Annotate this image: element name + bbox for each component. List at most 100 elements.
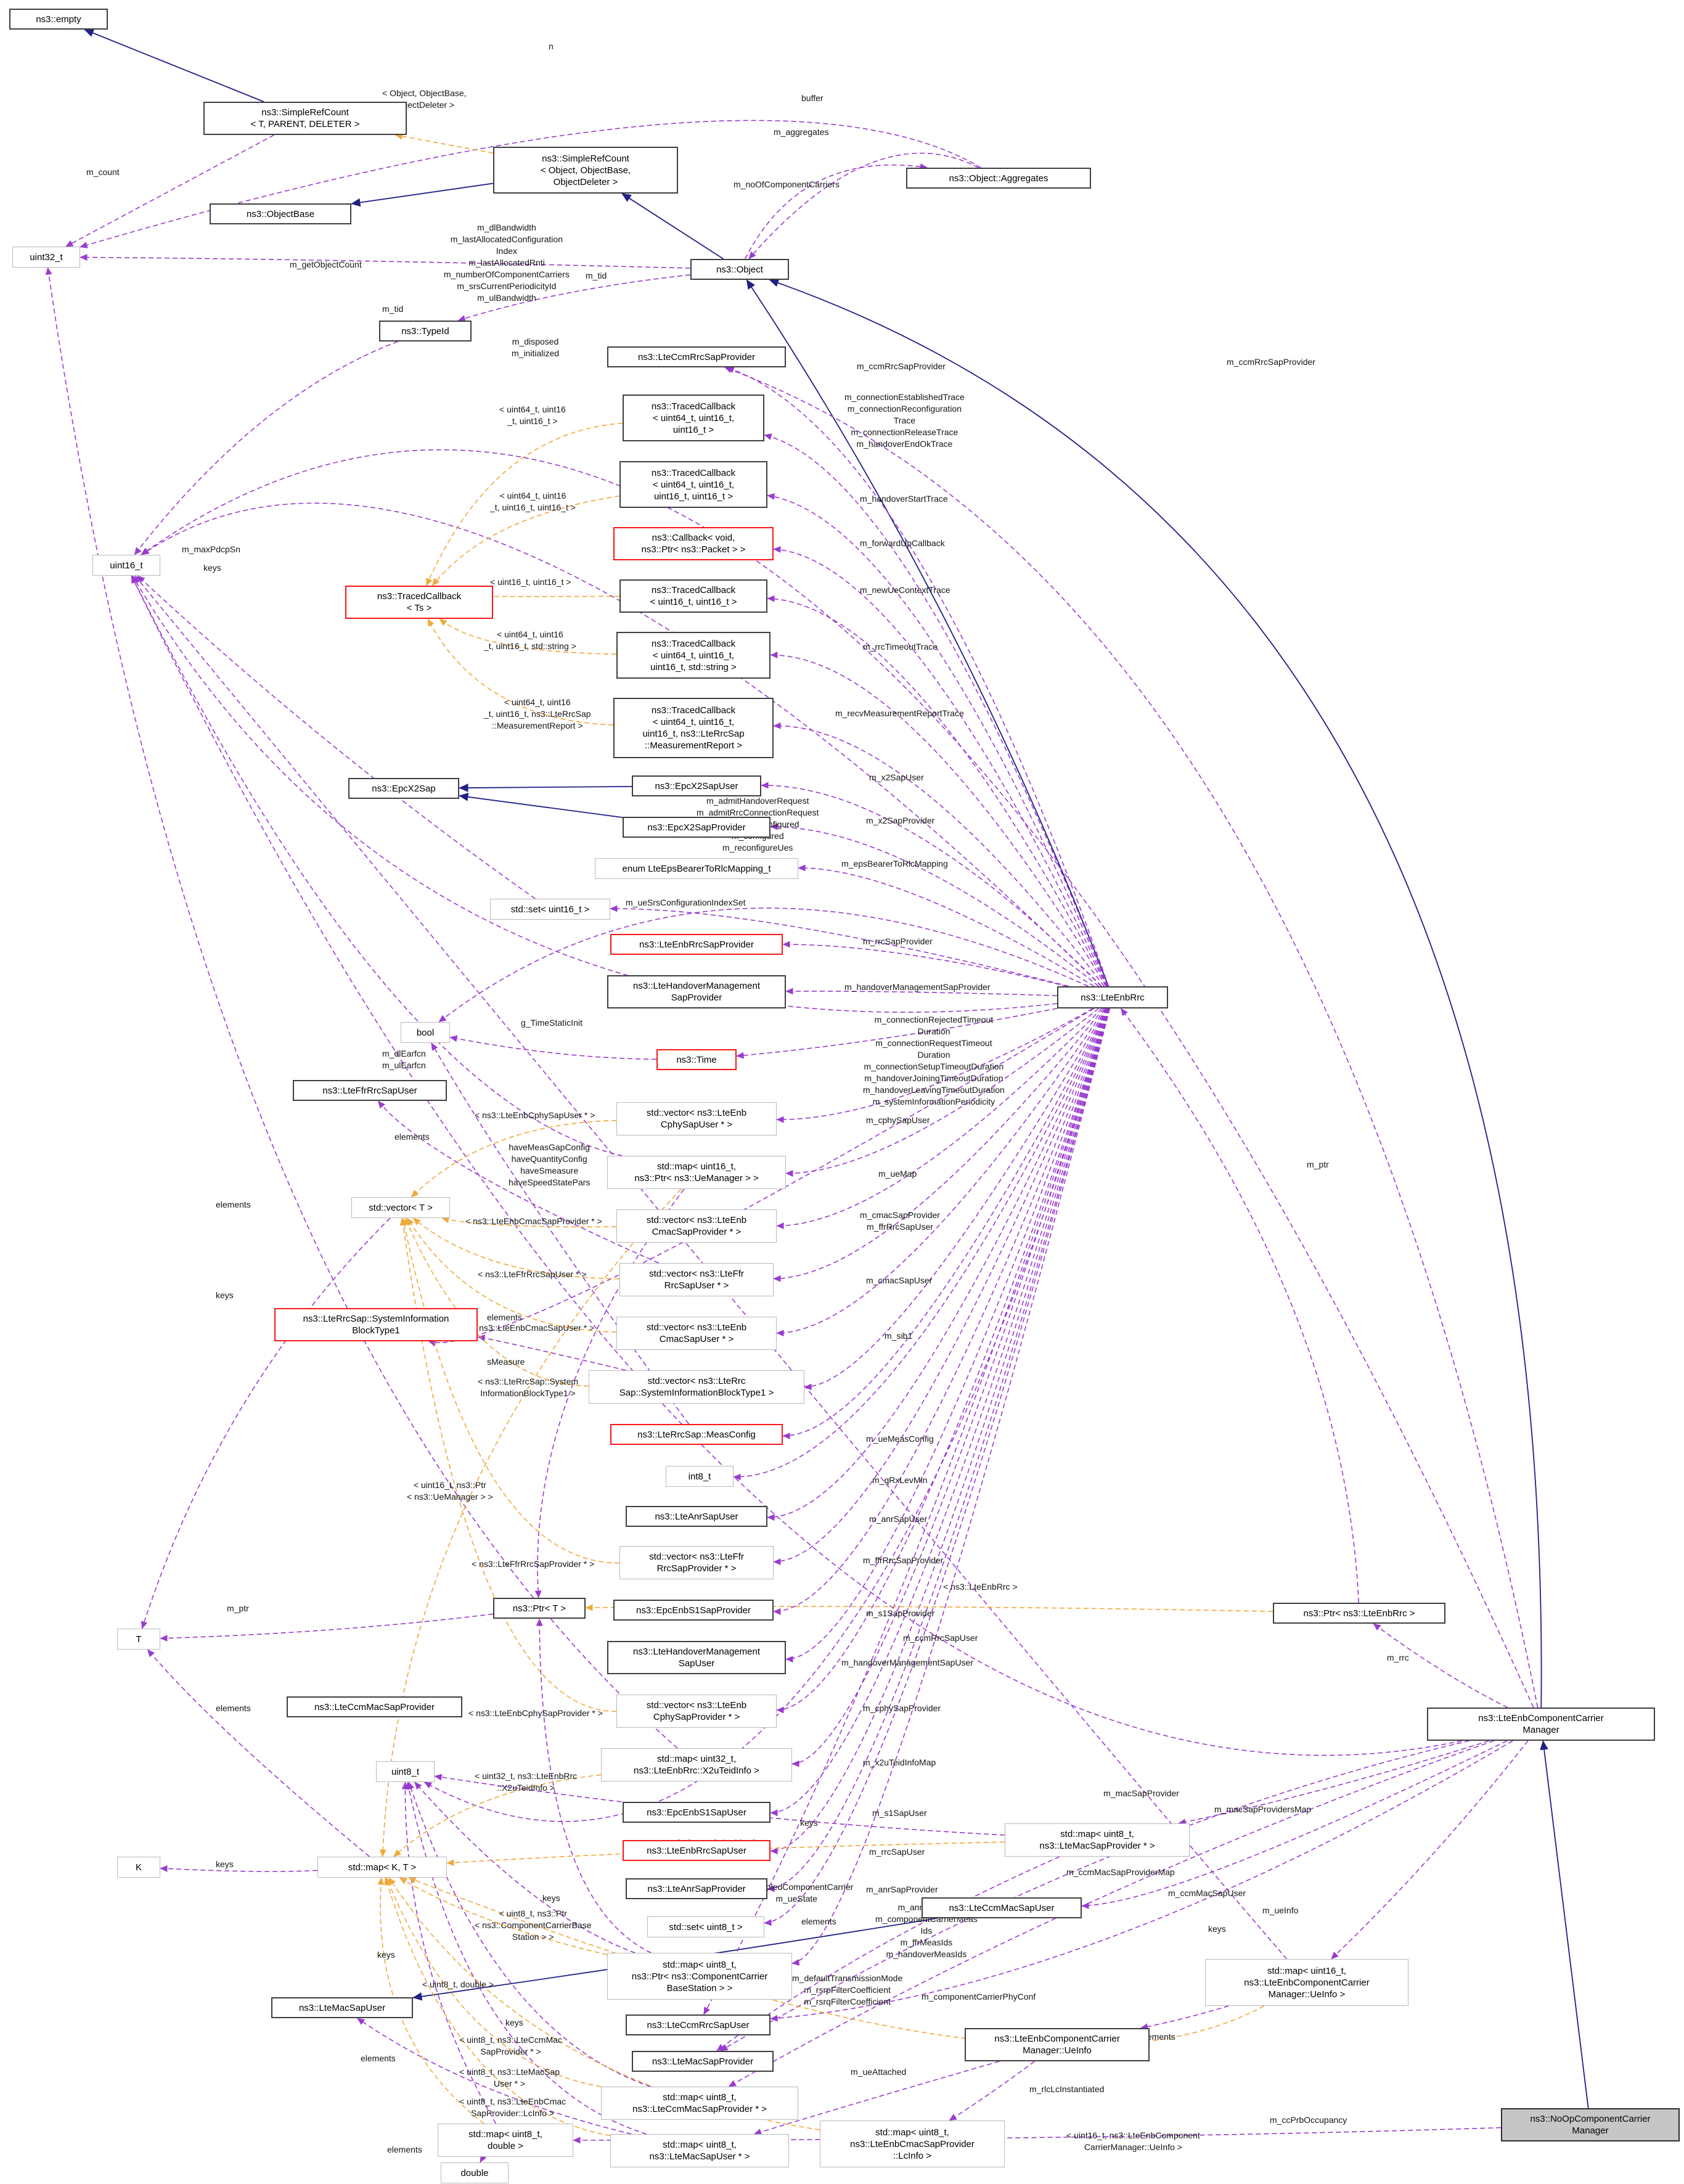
edge-label: elements	[394, 1132, 430, 1142]
edge	[131, 575, 1462, 1756]
node-vecffrprov[interactable]: std::vector< ns3::LteFfr RrcSapProvider …	[619, 1546, 774, 1579]
node-uint8[interactable]: uint8_t	[376, 1761, 435, 1782]
edge-label: m_rrcSapProvider	[863, 936, 933, 946]
edge	[399, 1877, 608, 1955]
node-int8[interactable]: int8_t	[666, 1466, 734, 1487]
node-map_kt[interactable]: std::map< K, T >	[317, 1857, 447, 1878]
edge	[534, 1188, 685, 1598]
edge	[728, 1740, 1494, 2087]
node-time[interactable]: ns3::Time	[656, 1049, 737, 1070]
edge-label: g_TimeStaticInit	[521, 1018, 582, 1028]
node-ccmmacsapprovider[interactable]: ns3::LteCcmMacSapProvider	[287, 1696, 462, 1717]
node-k_node[interactable]: K	[117, 1857, 160, 1878]
edge-label: keys	[216, 1290, 234, 1300]
edge-label: < uint8_t, ns3::Ptr < ns3::ComponentCarr…	[475, 1908, 592, 1942]
node-epcenbs1prov[interactable]: ns3::EpcEnbS1SapProvider	[613, 1600, 774, 1621]
node-map8macuser[interactable]: std::map< uint8_t, ns3::LteMacSapUser * …	[610, 2134, 789, 2167]
node-veccphyprov[interactable]: std::vector< ns3::LteEnb CphySapProvider…	[616, 1695, 777, 1728]
node-t_node[interactable]: T	[117, 1629, 160, 1650]
edge-label: m_tid	[586, 271, 607, 280]
node-map8lcinfo[interactable]: std::map< uint8_t, ns3::LteEnbCmacSapPro…	[820, 2121, 1005, 2167]
node-enbrrcsapprov[interactable]: ns3::LteEnbRrcSapProvider	[610, 934, 783, 955]
node-map8double[interactable]: std::map< uint8_t, double >	[438, 2124, 573, 2157]
node-src_t[interactable]: ns3::SimpleRefCount < T, PARENT, DELETER…	[203, 102, 407, 135]
edge	[785, 988, 1058, 996]
node-hmsu[interactable]: ns3::LteHandoverManagement SapUser	[607, 1641, 786, 1674]
node-tcmr[interactable]: ns3::TracedCallback < uint64_t, uint16_t…	[613, 698, 774, 758]
node-objectbase[interactable]: ns3::ObjectBase	[210, 203, 351, 224]
edge-label: m_tid	[382, 304, 404, 314]
node-set8[interactable]: std::set< uint8_t >	[647, 1916, 764, 1937]
node-callback[interactable]: ns3::Callback< void, ns3::Ptr< ns3::Pack…	[613, 527, 774, 560]
node-ccmmacsapuser[interactable]: ns3::LteCcmMacSapUser	[922, 1897, 1082, 1918]
node-set16[interactable]: std::set< uint16_t >	[490, 899, 610, 920]
node-double[interactable]: double	[441, 2162, 509, 2183]
edge	[412, 1217, 620, 1280]
edge	[767, 1008, 1108, 1521]
node-bool[interactable]: bool	[401, 1022, 450, 1043]
node-mapx2u[interactable]: std::map< uint32_t, ns3::LteEnbRrc::X2uT…	[601, 1748, 792, 1781]
node-ptrrrc[interactable]: ns3::Ptr< ns3::LteEnbRrc >	[1273, 1603, 1445, 1624]
node-ccmrrc[interactable]: ns3::LteCcmRrcSapProvider	[607, 346, 786, 367]
node-src_obj[interactable]: ns3::SimpleRefCount < Object, ObjectBase…	[493, 147, 678, 194]
edge-label: n	[549, 41, 554, 51]
edge	[407, 1781, 651, 2087]
node-object[interactable]: ns3::Object	[690, 259, 789, 280]
edge-label: m_macSapProvider	[1103, 1788, 1179, 1798]
edge-label: m_ccmRrcSapProvider	[857, 361, 946, 371]
edge	[394, 133, 494, 154]
node-x2prov[interactable]: ns3::EpcX2SapProvider	[623, 817, 770, 838]
edge	[477, 1334, 626, 1371]
edge	[782, 941, 1068, 987]
edge	[1081, 1740, 1508, 1909]
node-ueinfo[interactable]: ns3::LteEnbComponentCarrier Manager::UeI…	[965, 2028, 1150, 2061]
node-ccmrrcsapuser[interactable]: ns3::LteCcmRrcSapUser	[626, 2014, 770, 2035]
node-empty[interactable]: ns3::empty	[9, 9, 108, 30]
edge	[761, 782, 1102, 987]
node-veccmacuser[interactable]: std::vector< ns3::LteEnb CmacSapUser * >	[616, 1317, 777, 1350]
node-vecffruser[interactable]: std::vector< ns3::LteFfr RrcSapUser * >	[619, 1263, 774, 1296]
edge	[1331, 1740, 1529, 1960]
node-enbrrcsapuser[interactable]: ns3::LteEnbRrcSapUser	[623, 1840, 770, 1861]
node-tcstr[interactable]: ns3::TracedCallback < uint64_t, uint16_t…	[616, 632, 770, 679]
node-macsapprovider[interactable]: ns3::LteMacSapProvider	[632, 2051, 774, 2072]
node-anrsapuser[interactable]: ns3::LteAnrSapUser	[626, 1506, 767, 1527]
node-aggregates[interactable]: ns3::Object::Aggregates	[906, 168, 1091, 189]
node-ltemacsapuser[interactable]: ns3::LteMacSapUser	[271, 1997, 413, 2018]
node-mapccmmacprov[interactable]: std::map< uint8_t, ns3::LteCcmMacSapProv…	[601, 2087, 798, 2120]
node-measconfig[interactable]: ns3::LteRrcSap::MeasConfig	[610, 1424, 783, 1445]
node-mapuemanager[interactable]: std::map< uint16_t, ns3::Ptr< ns3::UeMan…	[607, 1156, 786, 1189]
node-anrsapprov[interactable]: ns3::LteAnrSapProvider	[626, 1878, 767, 1899]
node-mapu16ueinfo[interactable]: std::map< uint16_t, ns3::LteEnbComponent…	[1205, 1959, 1408, 2006]
node-uint32[interactable]: uint32_t	[12, 247, 80, 268]
node-veccmacprov[interactable]: std::vector< ns3::LteEnb CmacSapProvider…	[616, 1209, 777, 1243]
node-ptr_t[interactable]: ns3::Ptr< T >	[493, 1598, 586, 1619]
node-lteffrrrcsapuser[interactable]: ns3::LteFfrRrcSapUser	[293, 1080, 447, 1101]
node-x2user[interactable]: ns3::EpcX2SapUser	[632, 775, 761, 796]
node-uint16[interactable]: uint16_t	[92, 555, 160, 576]
edge-label: buffer	[801, 93, 824, 103]
node-noop[interactable]: ns3::NoOpComponentCarrier Manager	[1501, 2108, 1680, 2141]
node-ccm[interactable]: ns3::LteEnbComponentCarrier Manager	[1427, 1708, 1655, 1741]
edge	[377, 1877, 484, 2124]
node-tc2[interactable]: ns3::TracedCallback < uint16_t, uint16_t…	[619, 579, 767, 613]
node-epcenbs1user[interactable]: ns3::EpcEnbS1SapUser	[623, 1802, 770, 1823]
node-mapccbs[interactable]: std::map< uint8_t, ns3::Ptr< ns3::Compon…	[607, 1953, 792, 2000]
node-map8macprov[interactable]: std::map< uint8_t, ns3::LteMacSapProvide…	[1005, 1823, 1190, 1857]
edge	[726, 366, 1110, 987]
node-sib1[interactable]: ns3::LteRrcSap::SystemInformation BlockT…	[274, 1308, 478, 1341]
node-enum[interactable]: enum LteEpsBearerToRlcMapping_t	[595, 858, 798, 879]
node-tcTs[interactable]: ns3::TracedCallback < Ts >	[345, 586, 493, 619]
node-tc4[interactable]: ns3::TracedCallback < uint64_t, uint16_t…	[619, 461, 767, 508]
edge-label: m_cmacSapProvider m_ffrRrcSapUser	[860, 1210, 940, 1232]
node-epcx2sap[interactable]: ns3::EpcX2Sap	[348, 778, 459, 799]
node-tc3[interactable]: ns3::TracedCallback < uint64_t, uint16_t…	[623, 395, 764, 441]
node-lteenbrrc[interactable]: ns3::LteEnbRrc	[1057, 986, 1168, 1008]
node-vecsib1[interactable]: std::vector< ns3::LteRrc Sap::SystemInfo…	[589, 1370, 804, 1404]
node-hmsp[interactable]: ns3::LteHandoverManagement SapProvider	[607, 975, 786, 1008]
node-veccphyuser[interactable]: std::vector< ns3::LteEnb CphySapUser * >	[616, 1102, 777, 1135]
node-typeid[interactable]: ns3::TypeId	[379, 321, 472, 342]
edge-label: < ns3::LteEnbCphySapProvider * >	[468, 1708, 603, 1718]
node-vector_t[interactable]: std::vector< T >	[351, 1197, 450, 1218]
edge-label: elements	[487, 1312, 522, 1322]
